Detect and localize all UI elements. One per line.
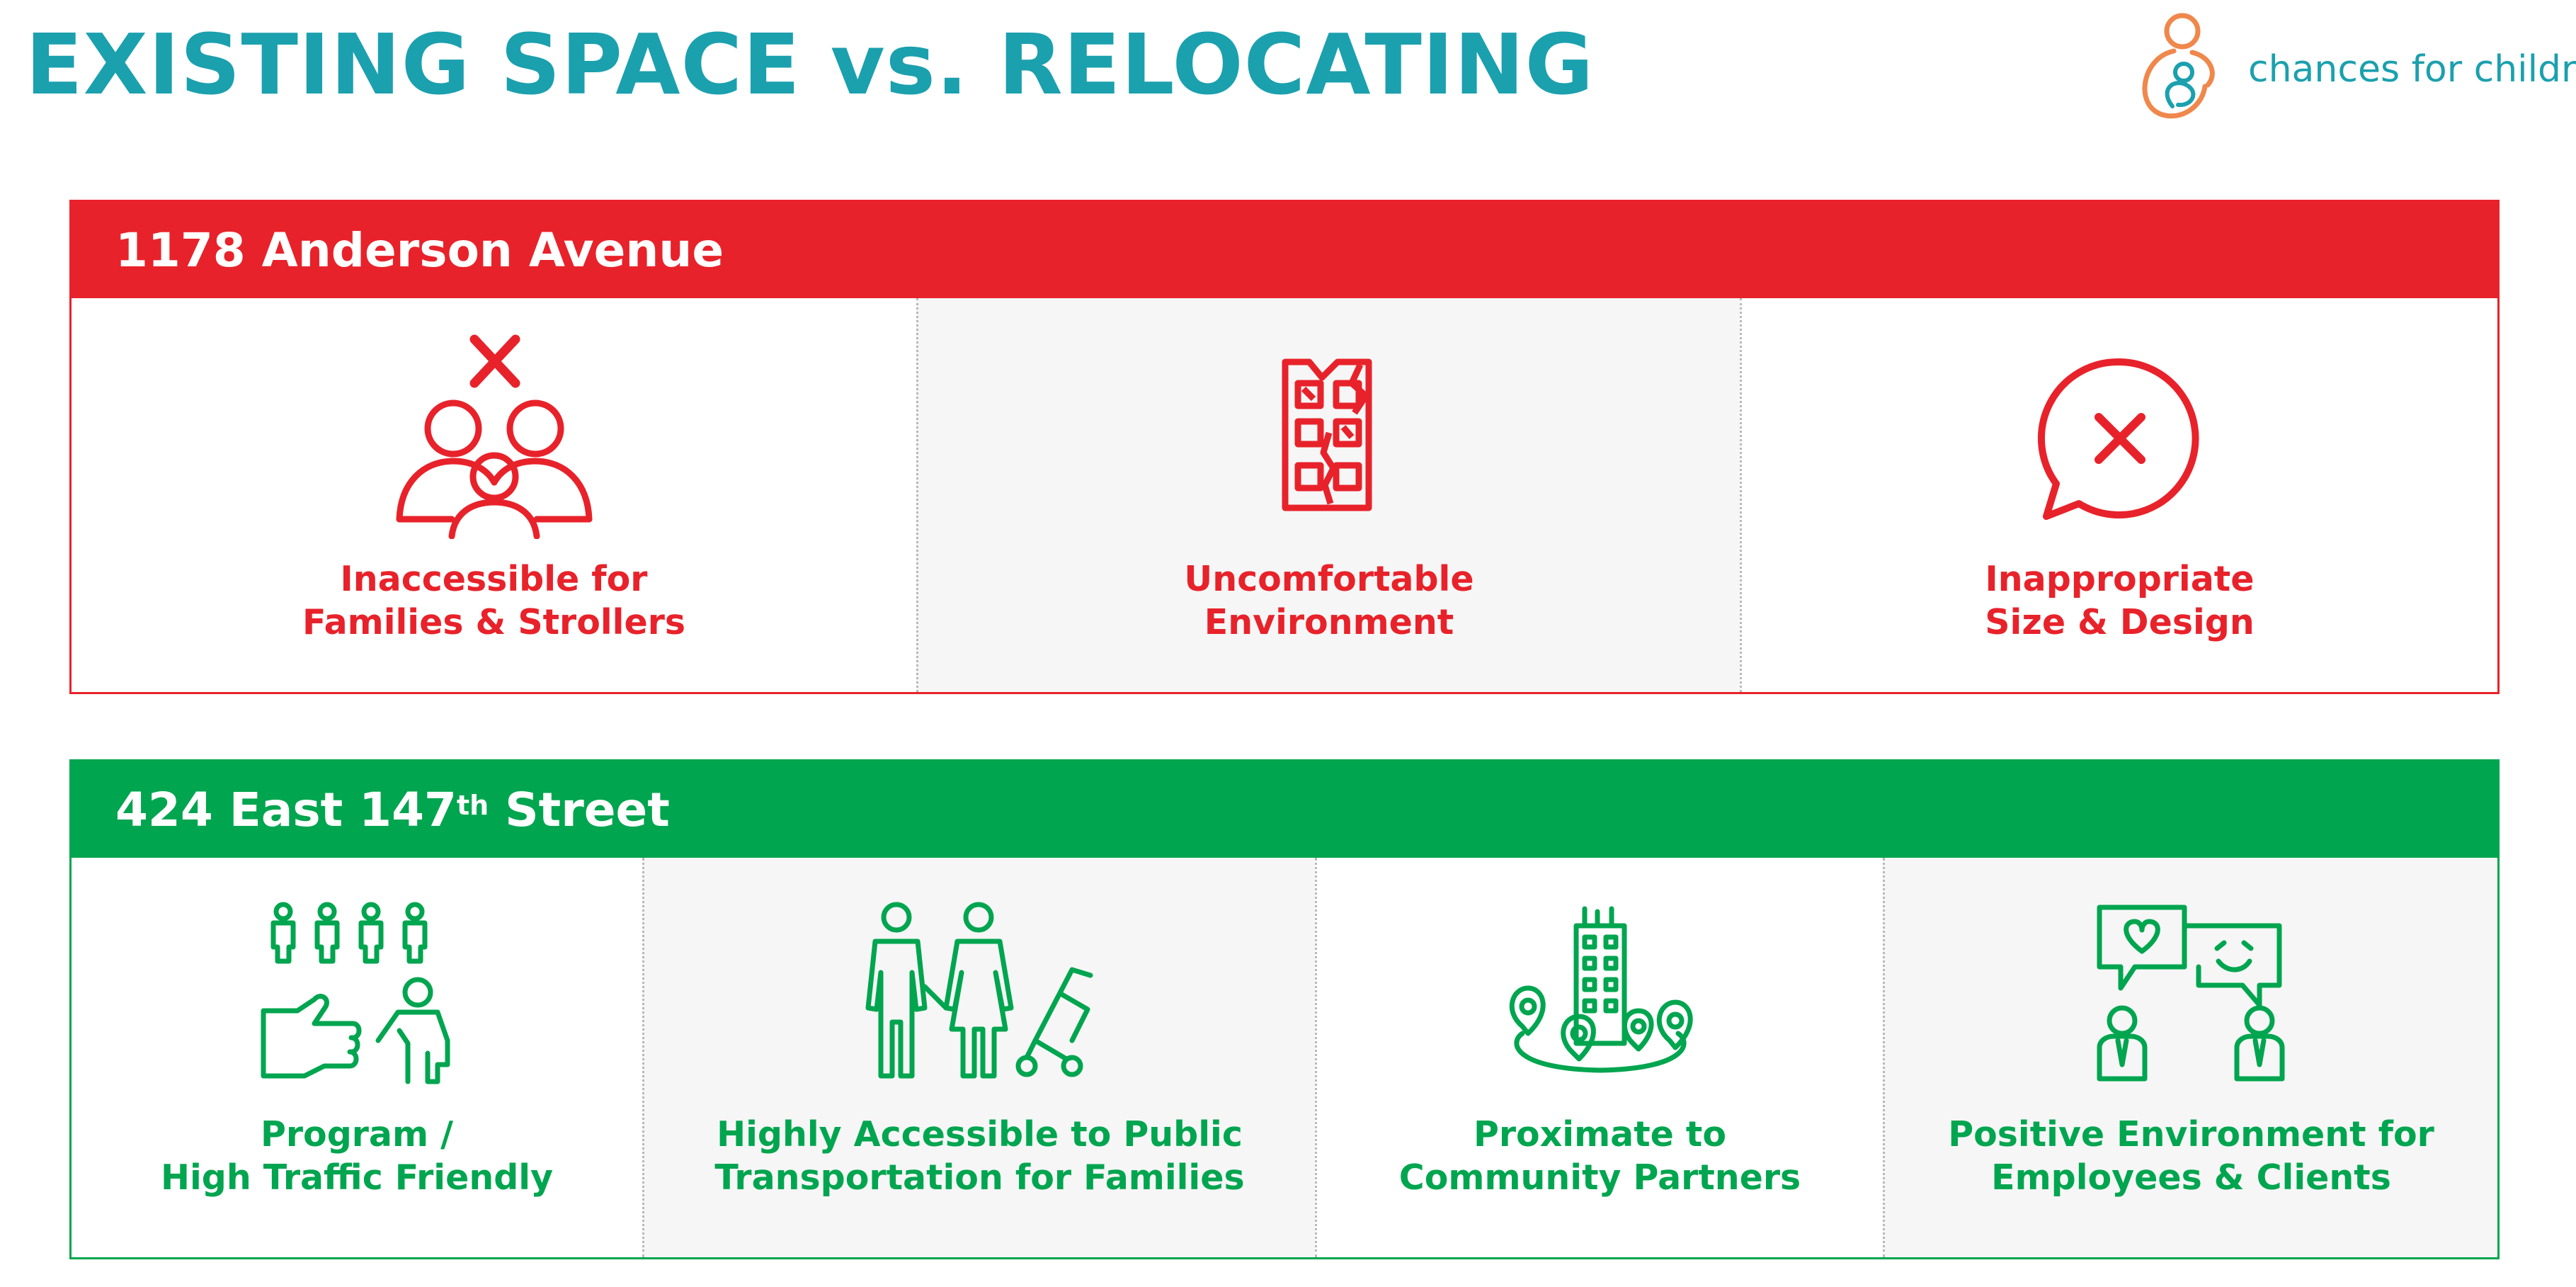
cracked-building-icon xyxy=(1282,358,1372,511)
relocating-item-high-traffic: Program / High Traffic Friendly xyxy=(72,858,642,1257)
existing-item-label: Uncomfortable Environment xyxy=(1184,559,1474,642)
hand-people-icon xyxy=(261,902,450,1084)
relocating-item-public-transport: Highly Accessible to Public Transportati… xyxy=(642,858,1315,1257)
relocating-item-positive-environment: Positive Environment for Employees & Cli… xyxy=(1883,858,2497,1257)
relocating-item-label: Highly Accessible to Public Transportati… xyxy=(714,1114,1245,1198)
logo-text: chances for children xyxy=(2248,48,2576,91)
logo: chances for children xyxy=(2131,7,2576,127)
people-chat-icon xyxy=(2097,905,2284,1082)
existing-item-accessibility: Inaccessible for Families & Strollers xyxy=(72,298,916,692)
family-stroller-icon xyxy=(865,902,1093,1079)
relocating-item-label: Proximate to Community Partners xyxy=(1398,1114,1801,1198)
relocating-item-label: Program / High Traffic Friendly xyxy=(160,1114,554,1198)
page-title: EXISTING SPACE vs. RELOCATING xyxy=(25,16,1595,113)
relocating-item-label: Positive Environment for Employees & Cli… xyxy=(1948,1114,2434,1198)
existing-item-label: Inappropriate Size & Design xyxy=(1985,559,2255,642)
family-crossed-out-icon xyxy=(396,334,592,539)
existing-space-panel: 1178 Anderson Avenue Inaccessible for Fa… xyxy=(69,200,2500,694)
relocating-item-community-partners: Proximate to Community Partners xyxy=(1315,858,1883,1257)
building-map-pins-icon xyxy=(1509,906,1693,1073)
mother-child-logo-icon xyxy=(2142,13,2215,119)
existing-item-size-design: Inappropriate Size & Design xyxy=(1740,298,2497,692)
existing-item-label: Inaccessible for Families & Strollers xyxy=(302,559,686,642)
x-speech-bubble-icon xyxy=(2037,358,2199,520)
existing-address-header: 1178 Anderson Avenue xyxy=(72,202,2497,298)
existing-item-environment: Uncomfortable Environment xyxy=(916,298,1740,692)
